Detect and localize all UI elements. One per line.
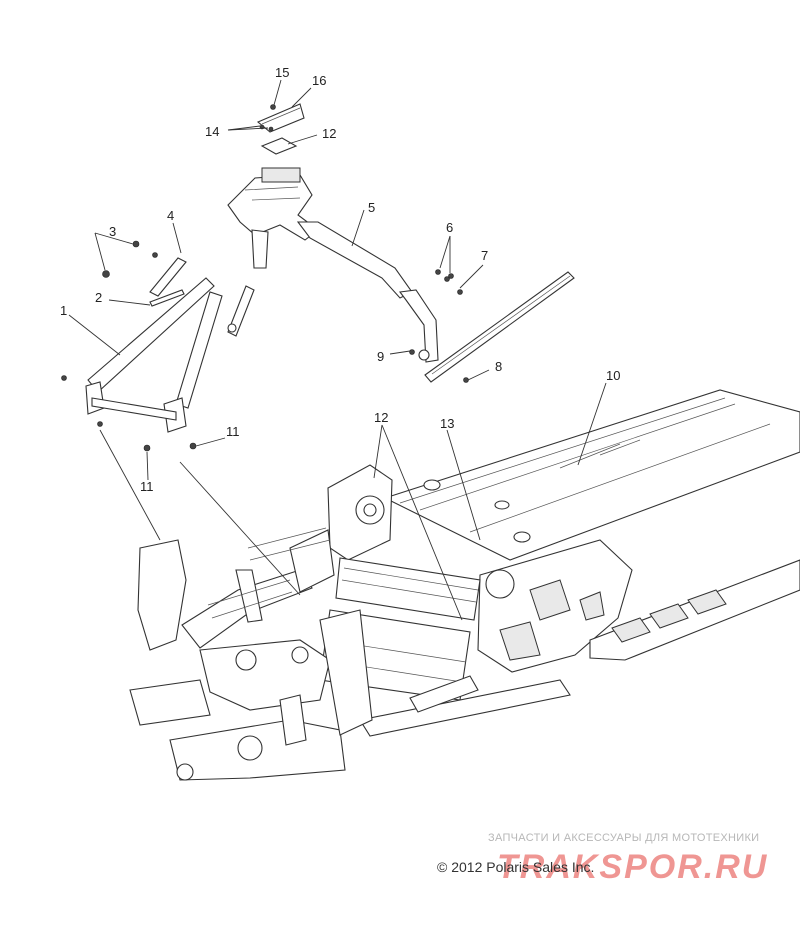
- part-5-steering-post: [227, 167, 439, 363]
- part-9-bolt: [409, 349, 415, 355]
- callout-10: 10: [606, 368, 620, 383]
- watermark-logo: TRAKSPOR.RU: [497, 848, 768, 886]
- part-15-screw: [270, 104, 276, 110]
- part-16-pad: [256, 103, 305, 133]
- watermark-caption: ЗАПЧАСТИ И АКСЕССУАРЫ ДЛЯ МОТОТЕХНИКИ: [488, 832, 760, 844]
- part-8-rail: [424, 271, 575, 383]
- svg-text:TRAKSPOR.RU: TRAKSPOR.RU: [497, 848, 768, 886]
- callout-1: 1: [60, 303, 67, 318]
- callout-3: 3: [109, 224, 116, 239]
- callout-13: 13: [440, 416, 454, 431]
- copyright-notice: © 2012 Polaris Sales Inc.: [437, 859, 595, 875]
- callout-14: 14: [205, 124, 219, 139]
- callout-12-top: 12: [322, 126, 336, 141]
- callout-11-left: 11: [140, 479, 154, 494]
- part-1-front-frame: [61, 277, 223, 433]
- callout-15: 15: [275, 65, 289, 80]
- callout-7: 7: [481, 248, 488, 263]
- part-4-shock-link: [149, 257, 255, 337]
- chassis-front-frame: [129, 527, 373, 781]
- callout-16: 16: [312, 73, 326, 88]
- chassis-tunnel: [319, 389, 800, 737]
- part-6-7-fasteners: [435, 269, 463, 295]
- callout-8: 8: [495, 359, 502, 374]
- callout-numbers: 15 16 14 12 5 3 4 2 1 6 7 8 9 10 11 11 1…: [60, 65, 620, 494]
- leader-lines: [68, 79, 607, 621]
- part-11-bolts: [143, 442, 197, 452]
- callout-9: 9: [377, 349, 384, 364]
- callout-4: 4: [167, 208, 174, 223]
- part-2-rod: [149, 289, 185, 307]
- callout-2: 2: [95, 290, 102, 305]
- part-3-bolts: [102, 240, 158, 278]
- callout-6: 6: [446, 220, 453, 235]
- callout-5: 5: [368, 200, 375, 215]
- callout-12-bottom: 12: [374, 410, 388, 425]
- part-12-pad-top: [260, 137, 298, 155]
- callout-11-right: 11: [226, 424, 240, 439]
